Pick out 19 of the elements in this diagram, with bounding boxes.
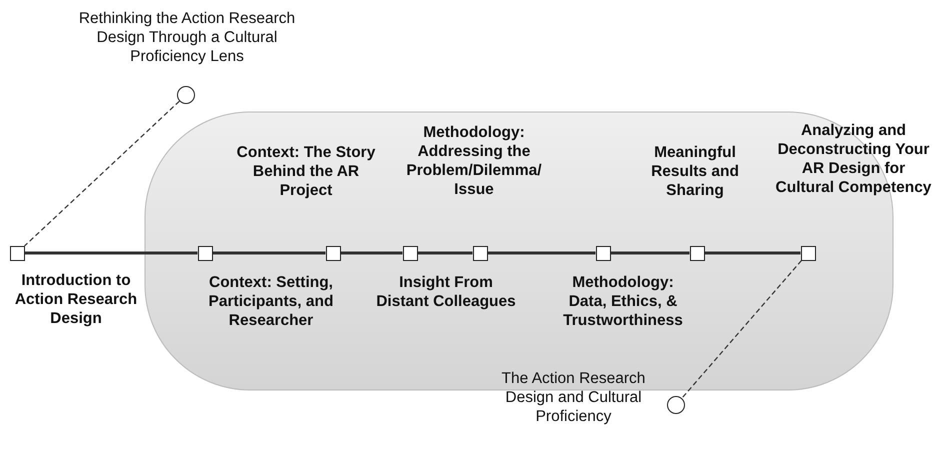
station-label: Rethinking the Action Research Design Through a Cultural Proficiency Lens	[78, 9, 296, 66]
station-label: Insight From Distant Colleagues	[375, 273, 517, 311]
station-label: The Action Research Design and Cultural Proficiency	[500, 369, 646, 426]
track-line	[610, 252, 690, 254]
station-label: Methodology: Data, Ethics, & Trustworthiness	[562, 273, 684, 330]
station-label: Meaningful Results and Sharing	[650, 143, 740, 200]
track-line	[212, 252, 326, 254]
dashed-connector	[681, 260, 802, 399]
station-label: Context: The Story Behind the AR Project	[236, 143, 376, 200]
station-label: Context: Setting, Participants, and Researcher	[208, 273, 334, 330]
station-label: Methodology: Addressing the Problem/Dilemma/ Issue	[405, 123, 543, 199]
dashed-connector	[24, 100, 180, 246]
track-line	[488, 252, 596, 254]
track-line	[418, 252, 472, 254]
station-label: Introduction to Action Research Design	[14, 271, 138, 328]
station-label: Analyzing and Deconstructing Your AR Design for Cultural Competency	[774, 121, 932, 197]
track-line	[704, 252, 800, 254]
track-line	[340, 252, 402, 254]
track-line	[24, 252, 198, 254]
